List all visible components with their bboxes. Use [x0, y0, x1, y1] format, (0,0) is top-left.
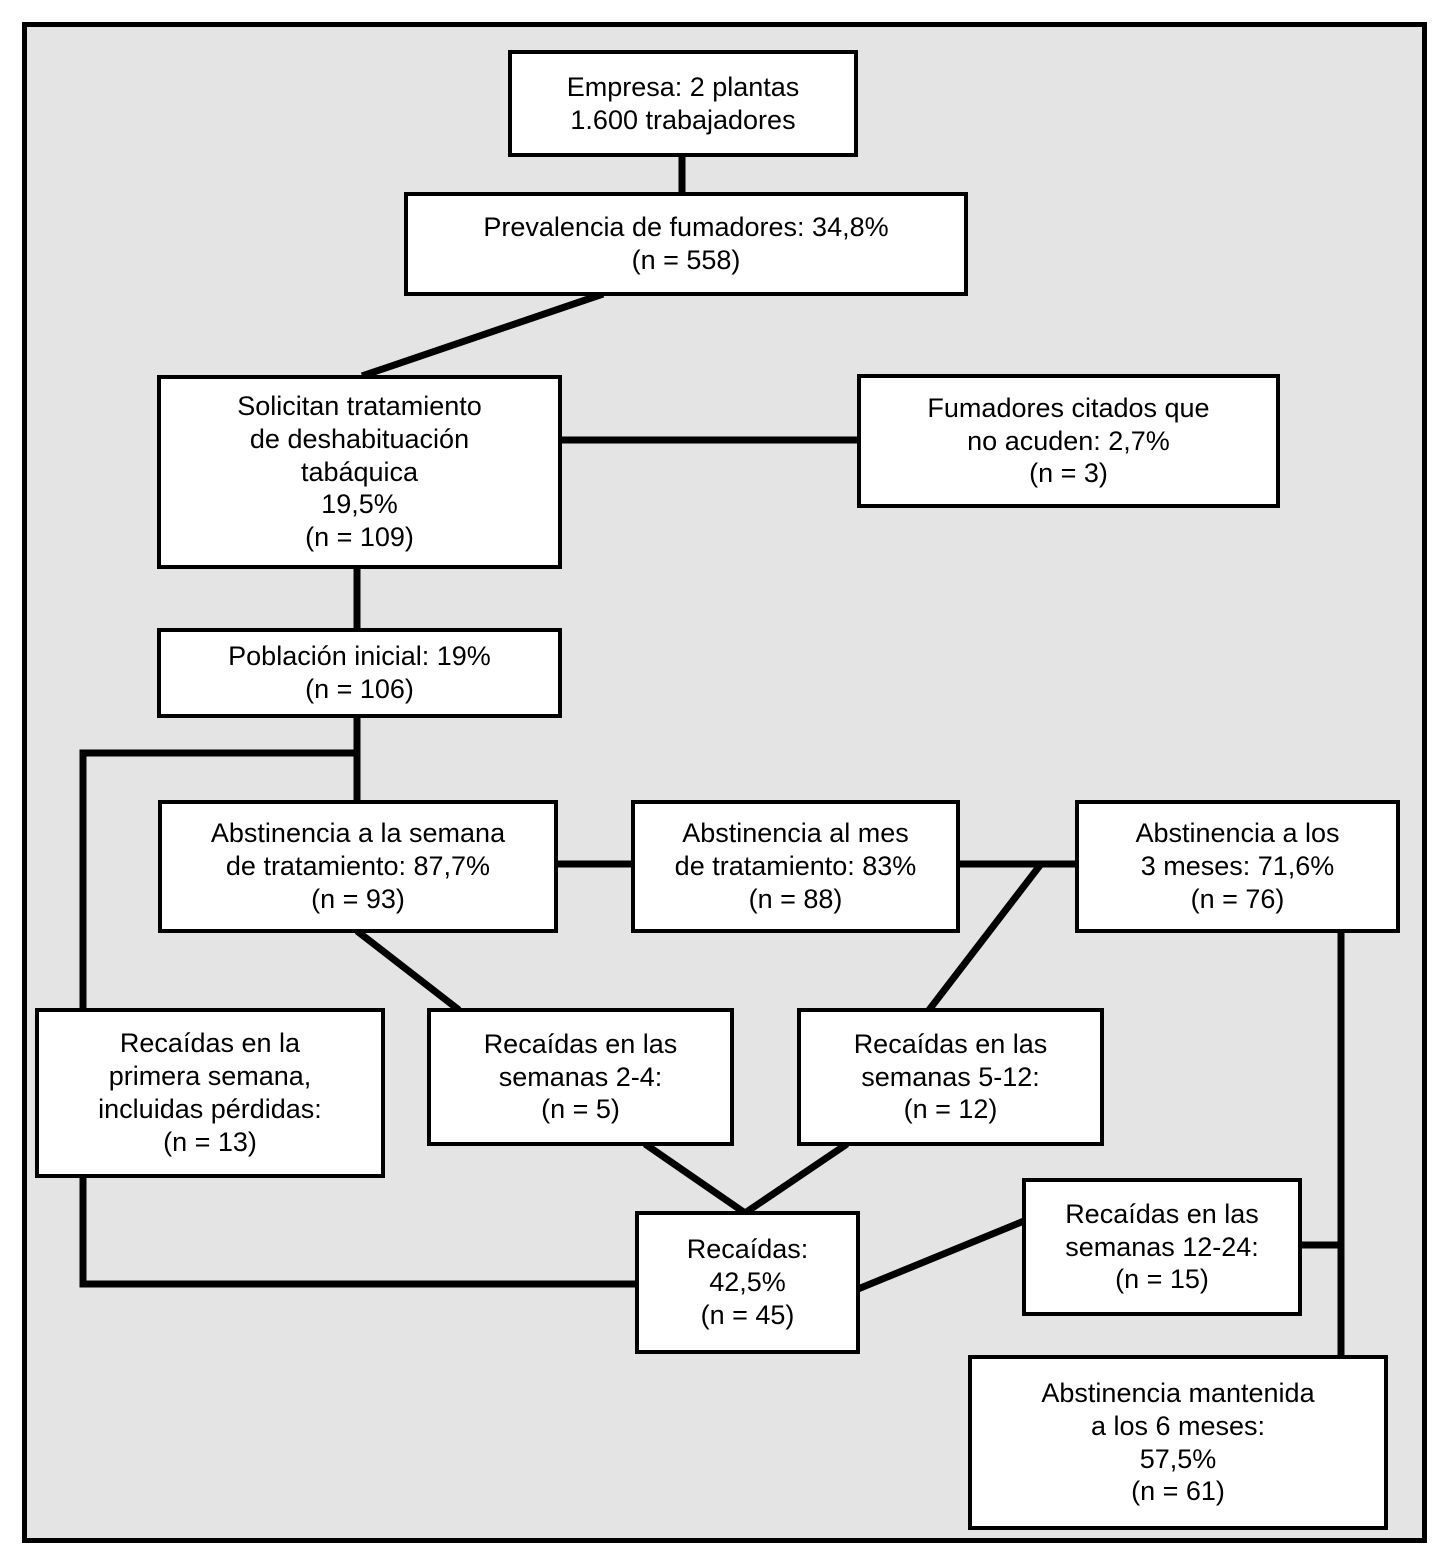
node-abstinencia-mes: Abstinencia al mes de tratamiento: 83% (…: [631, 800, 960, 933]
node-empresa-text: Empresa: 2 plantas 1.600 trabajadores: [566, 71, 800, 135]
node-recaidas-total: Recaídas: 42,5% (n = 45): [635, 1211, 860, 1354]
node-abstinencia-mes-text: Abstinencia al mes de tratamiento: 83% (…: [674, 818, 917, 914]
node-prevalencia: Prevalencia de fumadores: 34,8% (n = 558…: [404, 192, 968, 296]
node-abstinencia-mantenida-6-meses: Abstinencia mantenida a los 6 meses: 57,…: [968, 1355, 1388, 1530]
node-solicitan-tratamiento-text: Solicitan tratamiento de deshabituación …: [237, 390, 482, 553]
node-recaidas-semanas-12-24-text: Recaídas en las semanas 12-24: (n = 15): [1065, 1198, 1259, 1295]
node-recaidas-semanas-2-4-text: Recaídas en las semanas 2-4: (n = 5): [483, 1028, 678, 1125]
node-recaidas-semanas-5-12-text: Recaídas en las semanas 5-12: (n = 12): [853, 1028, 1048, 1125]
node-empresa: Empresa: 2 plantas 1.600 trabajadores: [508, 50, 858, 157]
node-fumadores-citados-no-acuden-text: Fumadores citados que no acuden: 2,7% (n…: [927, 392, 1210, 489]
node-abstinencia-3-meses-text: Abstinencia a los 3 meses: 71,6% (n = 76…: [1135, 818, 1340, 914]
node-fumadores-citados-no-acuden: Fumadores citados que no acuden: 2,7% (n…: [857, 374, 1280, 508]
node-abstinencia-mantenida-6-meses-text: Abstinencia mantenida a los 6 meses: 57,…: [1041, 1377, 1315, 1507]
node-abstinencia-semana-text: Abstinencia a la semana de tratamiento: …: [210, 818, 506, 914]
node-solicitan-tratamiento: Solicitan tratamiento de deshabituación …: [157, 375, 562, 569]
node-recaidas-primera-semana-text: Recaídas en la primera semana, incluidas…: [98, 1028, 322, 1157]
node-poblacion-inicial: Población inicial: 19% (n = 106): [157, 628, 562, 718]
node-abstinencia-semana: Abstinencia a la semana de tratamiento: …: [158, 800, 558, 933]
node-poblacion-inicial-text: Población inicial: 19% (n = 106): [228, 641, 491, 704]
node-recaidas-primera-semana: Recaídas en la primera semana, incluidas…: [35, 1008, 385, 1178]
node-recaidas-total-text: Recaídas: 42,5% (n = 45): [686, 1234, 809, 1330]
node-recaidas-semanas-12-24: Recaídas en las semanas 12-24: (n = 15): [1022, 1178, 1302, 1316]
node-recaidas-semanas-5-12: Recaídas en las semanas 5-12: (n = 12): [797, 1008, 1104, 1146]
node-prevalencia-text: Prevalencia de fumadores: 34,8% (n = 558…: [483, 212, 889, 275]
node-recaidas-semanas-2-4: Recaídas en las semanas 2-4: (n = 5): [427, 1008, 734, 1146]
node-abstinencia-3-meses: Abstinencia a los 3 meses: 71,6% (n = 76…: [1075, 800, 1400, 933]
